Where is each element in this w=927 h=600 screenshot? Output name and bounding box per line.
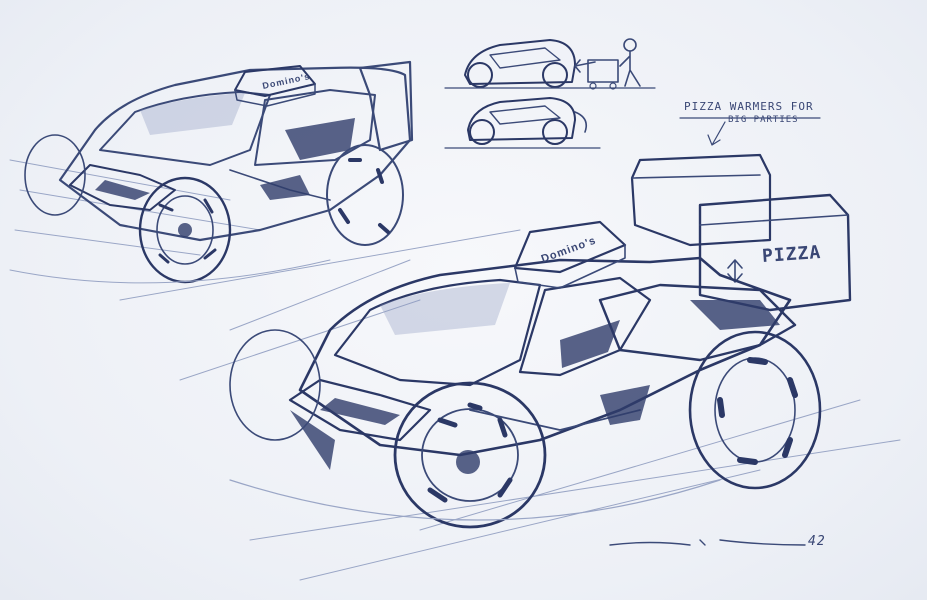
annotation-line-2: BIG PARTIES bbox=[728, 115, 799, 125]
car-sketch-small bbox=[9, 60, 414, 284]
artist-signature: 42 bbox=[808, 534, 826, 549]
car-sketch-large bbox=[229, 153, 852, 529]
warmer-box-label: PIZZA bbox=[761, 241, 822, 268]
side-view-sketches bbox=[444, 38, 656, 149]
speed-lines bbox=[9, 159, 901, 581]
annotation-line-1: PIZZA WARMERS FOR bbox=[684, 100, 814, 113]
annotation-pointer bbox=[679, 117, 821, 146]
signature-strokes bbox=[609, 539, 806, 546]
